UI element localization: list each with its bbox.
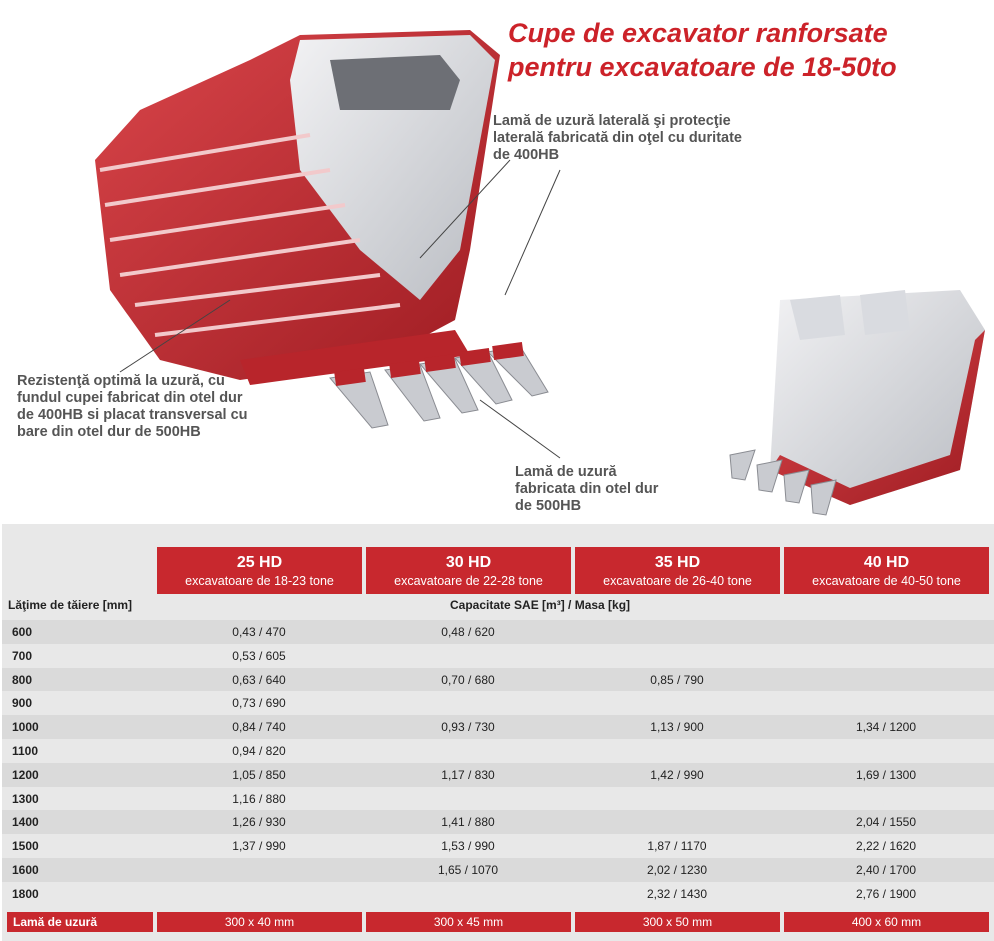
capacity-mass-cell: 0,63 / 640: [232, 672, 286, 687]
cutting-width-cell: 900: [12, 696, 33, 711]
capacity-mass-cell: 1,05 / 850: [232, 767, 286, 782]
capacity-mass-cell: 0,84 / 740: [232, 720, 286, 735]
callout-wear-blade: Lamă de uzură fabricata din otel dur de …: [515, 464, 659, 514]
table-row: 1200 1,05 / 850 1,17 / 830 1,42 / 990 1,69 /…: [2, 762, 994, 787]
capacity-mass-cell: 1,16 / 880: [232, 791, 286, 806]
width-column-header: Lăţime de tăiere [mm]: [8, 598, 133, 612]
capacity-mass-cell: 0,70 / 680: [441, 672, 495, 687]
footer-value-35hd: 300 x 50 mm: [575, 912, 780, 932]
table-footer: Lamă de uzură 300 x 40 mm 300 x 45 mm 30…: [2, 912, 994, 932]
capacity-mass-cell: 0,43 / 470: [232, 625, 286, 639]
capacity-mass-cell: 1,37 / 990: [232, 839, 286, 854]
table-row: 1300 1,16 / 880: [2, 787, 994, 811]
model-header-25hd: 25 HD excavatoare de 18-23 tone: [157, 547, 362, 594]
cutting-width-cell: 1100: [12, 743, 39, 758]
model-header-35hd: 35 HD excavatoare de 26-40 tone: [575, 547, 780, 594]
capacity-mass-cell: 0,53 / 605: [232, 648, 286, 663]
capacity-mass-cell: 2,76 / 1900: [855, 886, 917, 901]
model-header-30hd: 30 HD excavatoare de 22-28 tone: [366, 547, 571, 594]
cutting-width-cell: 1600: [12, 862, 39, 877]
capacity-mass-cell: 1,17 / 830: [441, 767, 495, 782]
capacity-mass-cell: 2,32 / 1430: [646, 886, 708, 901]
table-row: 700 0,53 / 605: [2, 644, 994, 668]
footer-label: Lamă de uzură: [7, 912, 153, 932]
capacity-mass-cell: 2,22 / 1620: [855, 839, 917, 854]
capacity-mass-cell: 1,69 / 1300: [855, 767, 917, 782]
model-name: 40 HD: [863, 554, 910, 571]
table-body: 600 0,43 / 470 0,48 / 620 700 0,53 / 605 800 0…: [2, 620, 994, 906]
footer-value-30hd: 300 x 45 mm: [366, 912, 571, 932]
table-row: 600 0,43 / 470 0,48 / 620: [2, 620, 994, 644]
small-bucket-illustration: [729, 290, 985, 516]
model-name: 30 HD: [445, 554, 492, 571]
page-title: Cupe de excavator ranforsate pentru exca…: [508, 16, 897, 84]
table-row: 1000 0,84 / 740 0,93 / 730 1,13 / 900 1,34 /…: [2, 715, 994, 739]
table-row: 1600 1,65 / 1070 2,02 / 1230 2,40 / 1700: [2, 857, 994, 882]
capacity-mass-cell: 0,94 / 820: [232, 743, 286, 758]
callout-wear-resistance: Rezistenţă optimă la uzură, cu fundul cu…: [17, 373, 248, 440]
bucket-illustration: [95, 30, 985, 516]
capacity-mass-cell: 1,42 / 990: [650, 767, 704, 782]
model-header-40hd: 40 HD excavatoare de 40-50 tone: [784, 547, 989, 594]
model-subtitle: excavatoare de 40-50 tone: [812, 574, 961, 588]
footer-value-40hd: 400 x 60 mm: [784, 912, 989, 932]
cutting-width-cell: 1200: [12, 767, 39, 782]
cutting-width-cell: 600: [12, 625, 33, 639]
capacity-mass-cell: 1,53 / 990: [441, 839, 495, 854]
capacity-mass-cell: 1,41 / 880: [441, 815, 495, 830]
cutting-width-cell: 1000: [12, 720, 39, 735]
table-row: 1400 1,26 / 930 1,41 / 880 2,04 / 1550: [2, 810, 994, 835]
model-name: 35 HD: [654, 554, 701, 571]
cutting-width-cell: 1300: [12, 791, 39, 806]
capacity-mass-cell: 0,48 / 620: [441, 625, 495, 639]
capacity-mass-cell: 1,13 / 900: [650, 720, 704, 735]
capacity-mass-cell: 2,04 / 1550: [855, 815, 917, 830]
table-row: 1100 0,94 / 820: [2, 739, 994, 763]
cutting-width-cell: 1800: [12, 886, 39, 901]
model-subtitle: excavatoare de 22-28 tone: [394, 574, 543, 588]
cutting-width-cell: 800: [12, 672, 33, 687]
cutting-width-cell: 700: [12, 648, 33, 663]
capacity-column-header: Capacitate SAE [m³] / Masa [kg]: [450, 598, 631, 612]
table-row: 1800 2,32 / 1430 2,76 / 1900: [2, 882, 994, 906]
capacity-mass-cell: 0,85 / 790: [650, 672, 704, 687]
page-title-line-1: Cupe de excavator ranforsate: [508, 18, 888, 48]
table-row: 800 0,63 / 640 0,70 / 680 0,85 / 790: [2, 667, 994, 692]
model-subtitle: excavatoare de 18-23 tone: [185, 574, 334, 588]
cutting-width-cell: 1500: [12, 839, 39, 854]
model-name: 25 HD: [236, 554, 283, 571]
capacity-mass-cell: 2,40 / 1700: [855, 862, 917, 877]
specification-table: 25 HD excavatoare de 18-23 tone 30 HD ex…: [2, 524, 994, 941]
table-row: 1500 1,37 / 990 1,53 / 990 1,87 / 1170 2,22 …: [2, 834, 994, 858]
capacity-mass-cell: 1,87 / 1170: [647, 839, 707, 854]
capacity-mass-cell: 1,65 / 1070: [437, 862, 499, 877]
cutting-width-cell: 1400: [12, 815, 39, 830]
capacity-mass-cell: 1,26 / 930: [232, 815, 286, 830]
capacity-mass-cell: 0,73 / 690: [232, 696, 286, 711]
capacity-mass-cell: 2,02 / 1230: [646, 862, 708, 877]
capacity-mass-cell: 1,34 / 1200: [855, 720, 917, 735]
callout-side-wear-blade: Lamă de uzură laterală şi protecţie late…: [493, 113, 742, 163]
table-row: 900 0,73 / 690: [2, 691, 994, 715]
footer-value-25hd: 300 x 40 mm: [157, 912, 362, 932]
capacity-mass-cell: 0,93 / 730: [441, 720, 495, 735]
page-title-line-2: pentru excavatoare de 18-50to: [508, 52, 897, 82]
model-subtitle: excavatoare de 26-40 tone: [603, 574, 752, 588]
